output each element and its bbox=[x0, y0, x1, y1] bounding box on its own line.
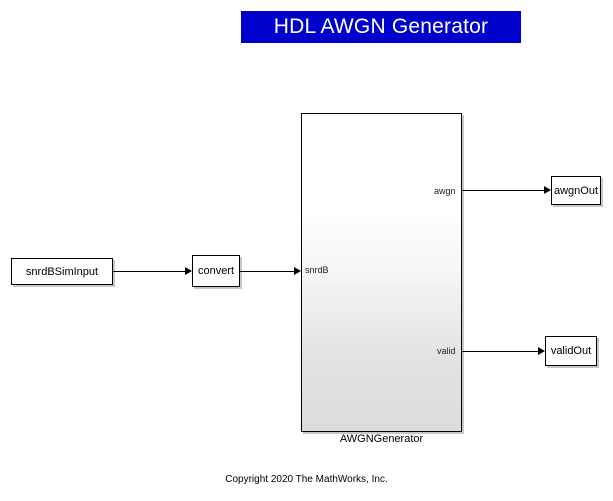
block-awgn-out-label: awgnOut bbox=[553, 184, 599, 197]
port-label-valid: valid bbox=[437, 346, 456, 356]
model-title-banner: HDL AWGN Generator bbox=[241, 11, 521, 43]
block-valid-out[interactable]: validOut bbox=[545, 336, 597, 366]
signal-line-awgn-to-awgnout[interactable] bbox=[462, 190, 545, 191]
signal-line-convert-to-subsystem[interactable] bbox=[240, 271, 295, 272]
arrowhead-icon bbox=[544, 186, 551, 194]
block-snrdb-sim-input[interactable]: snrdBSimInput bbox=[11, 258, 113, 285]
arrowhead-icon bbox=[294, 267, 301, 275]
port-label-snrdb: snrdB bbox=[305, 265, 329, 275]
arrowhead-icon bbox=[185, 267, 192, 275]
block-awgn-generator-subsystem[interactable] bbox=[301, 113, 462, 432]
port-label-awgn: awgn bbox=[434, 186, 456, 196]
block-awgn-out[interactable]: awgnOut bbox=[551, 176, 601, 205]
copyright-notice: Copyright 2020 The MathWorks, Inc. bbox=[225, 474, 388, 485]
block-awgn-generator-caption: AWGNGenerator bbox=[339, 433, 424, 445]
signal-line-valid-to-validout[interactable] bbox=[462, 351, 539, 352]
block-snrdb-sim-input-label: snrdBSimInput bbox=[25, 265, 99, 278]
signal-line-input-to-convert[interactable] bbox=[113, 271, 186, 272]
block-valid-out-label: validOut bbox=[550, 345, 592, 357]
block-convert[interactable]: convert bbox=[192, 255, 240, 287]
arrowhead-icon bbox=[538, 347, 545, 355]
block-convert-label: convert bbox=[197, 265, 235, 277]
